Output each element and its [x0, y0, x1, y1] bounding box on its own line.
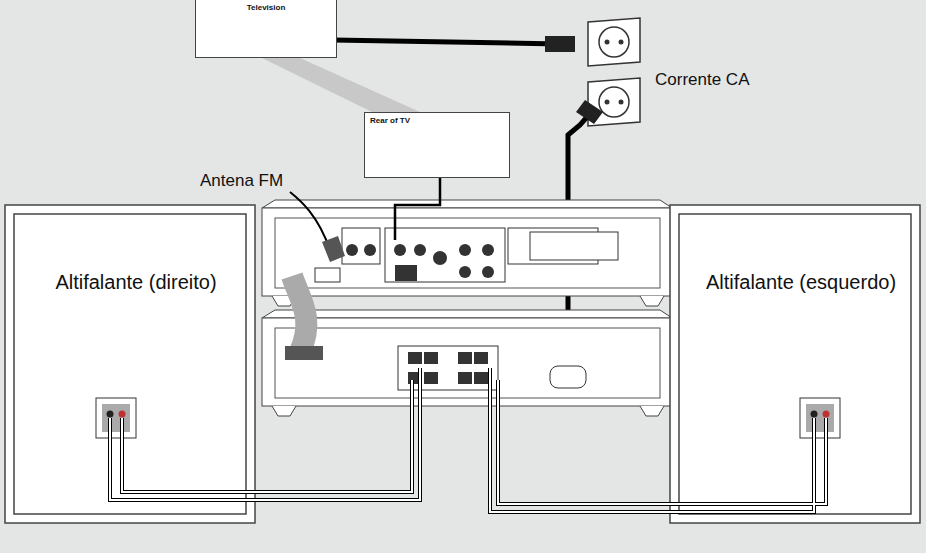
amplifier-unit: [262, 310, 672, 416]
device-title: Television: [200, 3, 332, 13]
callout-label: Antena FM: [200, 171, 283, 191]
tv-box: Rear of TV: [364, 112, 510, 178]
zoom-wedge: [262, 58, 420, 112]
speaker-label-box: Altifalante (esquerdo): [685, 270, 917, 340]
speaker-label: Altifalante (direito): [20, 270, 252, 295]
ribbon-cable: [292, 276, 306, 352]
power-plug: [545, 36, 575, 52]
speaker-label: Altifalante (esquerdo): [685, 270, 917, 295]
speaker-wire: [110, 368, 826, 512]
tuner-unit: [262, 200, 672, 306]
power-plug: [576, 100, 603, 124]
speaker-label-box: Altifalante (direito): [20, 270, 252, 340]
antenna-plug: [322, 236, 345, 262]
ribbon-connector: [285, 346, 323, 360]
speaker-cabinet: [670, 205, 920, 523]
speaker-wire-core: [110, 368, 826, 512]
video-cable: [395, 170, 440, 240]
tv-box: Television: [195, 0, 337, 58]
wall-socket: [588, 18, 640, 66]
speaker-cabinet: [5, 205, 255, 523]
power-cord: [333, 40, 560, 44]
callout-label: Corrente CA: [655, 70, 749, 90]
device-title: Rear of TV: [370, 116, 504, 126]
